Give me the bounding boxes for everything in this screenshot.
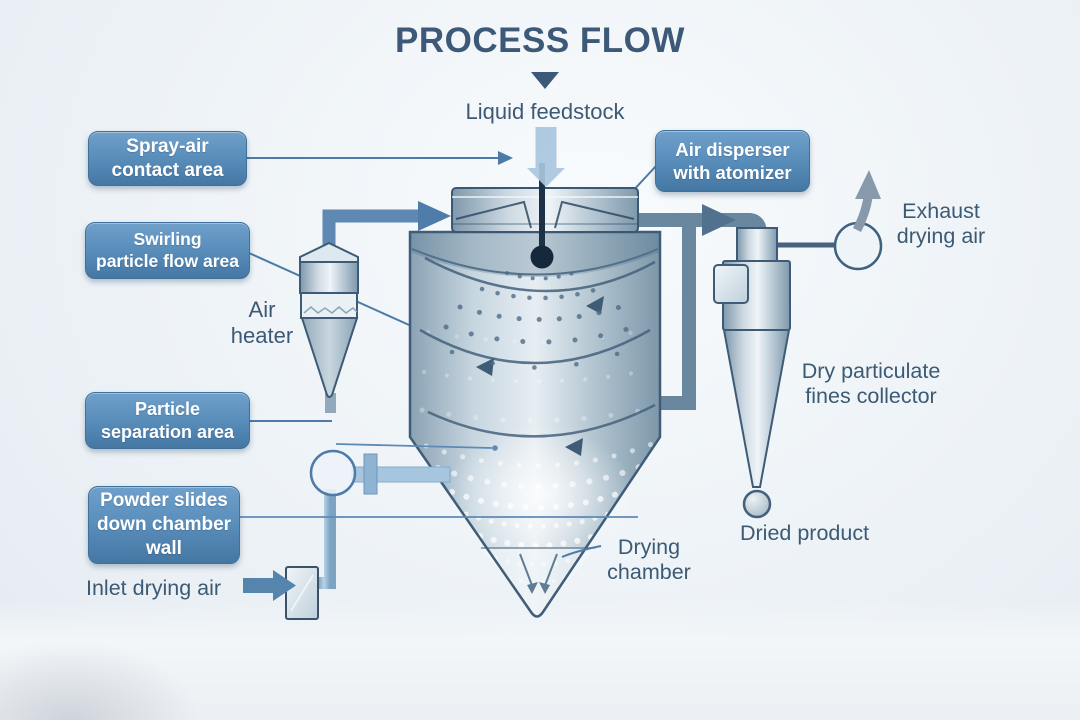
- callout-powder-slides-down-chamber-wall: Powder slides down chamber wall: [88, 486, 240, 564]
- label-inlet-drying-air: Inlet drying air: [86, 576, 222, 600]
- leader-particle-separation-2: [335, 443, 493, 449]
- page-title: PROCESS FLOW: [395, 21, 685, 60]
- label-dried-product: Dried product: [740, 521, 870, 545]
- callout-air-disperser-with-atomizer: Air disperser with atomizer: [655, 130, 810, 192]
- pipe-dark-segment: [325, 393, 336, 413]
- blower-fan-circle: [309, 449, 357, 497]
- feedstock-assembly: [527, 127, 565, 269]
- cyclone-inlet-arrow-icon: [702, 204, 736, 236]
- leader-drying-chamber: [561, 545, 602, 558]
- cyclone-top-cylinder: [736, 227, 778, 263]
- swirl-arrow-icon: [565, 438, 583, 456]
- label-fines-collector: Dry particulate fines collector: [801, 359, 941, 408]
- snow-texture-band: [0, 600, 1080, 720]
- cone-glow: [445, 425, 635, 565]
- feed-arrow-icon: [527, 127, 565, 187]
- swirl-flow-arcs: [419, 256, 656, 438]
- chamber-speckles-upper: [419, 328, 657, 423]
- label-drying-chamber: Drying chamber: [607, 535, 691, 584]
- swirl-arrow-icon: [586, 296, 604, 314]
- heated-air-pipe: [322, 201, 451, 248]
- label-liquid-feedstock: Liquid feedstock: [465, 99, 625, 124]
- tip-arrows: [519, 553, 558, 594]
- atomizer-ball: [530, 245, 554, 269]
- cone-tip-lightfill: [481, 549, 595, 615]
- callout-swirling-particle-flow-area: Swirling particle flow area: [85, 222, 250, 279]
- exhaust-up-arrow-icon: [852, 170, 881, 233]
- filter-box-sheen: [290, 574, 314, 612]
- chamber-outline: [408, 230, 662, 618]
- drying-chamber-vessel: [408, 230, 662, 618]
- inlet-air-arrow-icon: [243, 570, 296, 601]
- disperser-vanes: [455, 200, 635, 229]
- callout-spray-air-contact-area: Spray-air contact area: [88, 131, 247, 186]
- title-down-arrow-icon: [531, 72, 559, 89]
- left-air-train: [243, 241, 451, 620]
- swirl-arrow-icon: [476, 358, 494, 376]
- cyclone-cone: [722, 329, 791, 488]
- spray-dots: [443, 271, 637, 370]
- tee-flange: [363, 453, 378, 495]
- cyclone-collector: [713, 170, 883, 519]
- air-heater-vessel: [299, 241, 359, 398]
- heater-fill-zigzag: [303, 306, 358, 314]
- leader-lines-front: [240, 443, 638, 558]
- leader-dot: [492, 445, 498, 451]
- label-air-heater: Air heater: [230, 297, 294, 348]
- atomizer-rod: [539, 163, 545, 258]
- cyclone-side-box: [713, 264, 749, 304]
- dried-product-ball: [742, 489, 772, 519]
- callout-particle-separation-area: Particle separation area: [85, 392, 250, 449]
- chamber-top-rim-arc: [411, 248, 659, 276]
- label-exhaust-drying-air: Exhaust drying air: [896, 199, 986, 248]
- heated-air-arrow-icon: [418, 201, 451, 231]
- leader-spray-air-arrowhead-icon: [498, 151, 513, 165]
- pipe-blower-to-filter: [318, 489, 336, 589]
- swirl-arrowheads: [476, 296, 604, 456]
